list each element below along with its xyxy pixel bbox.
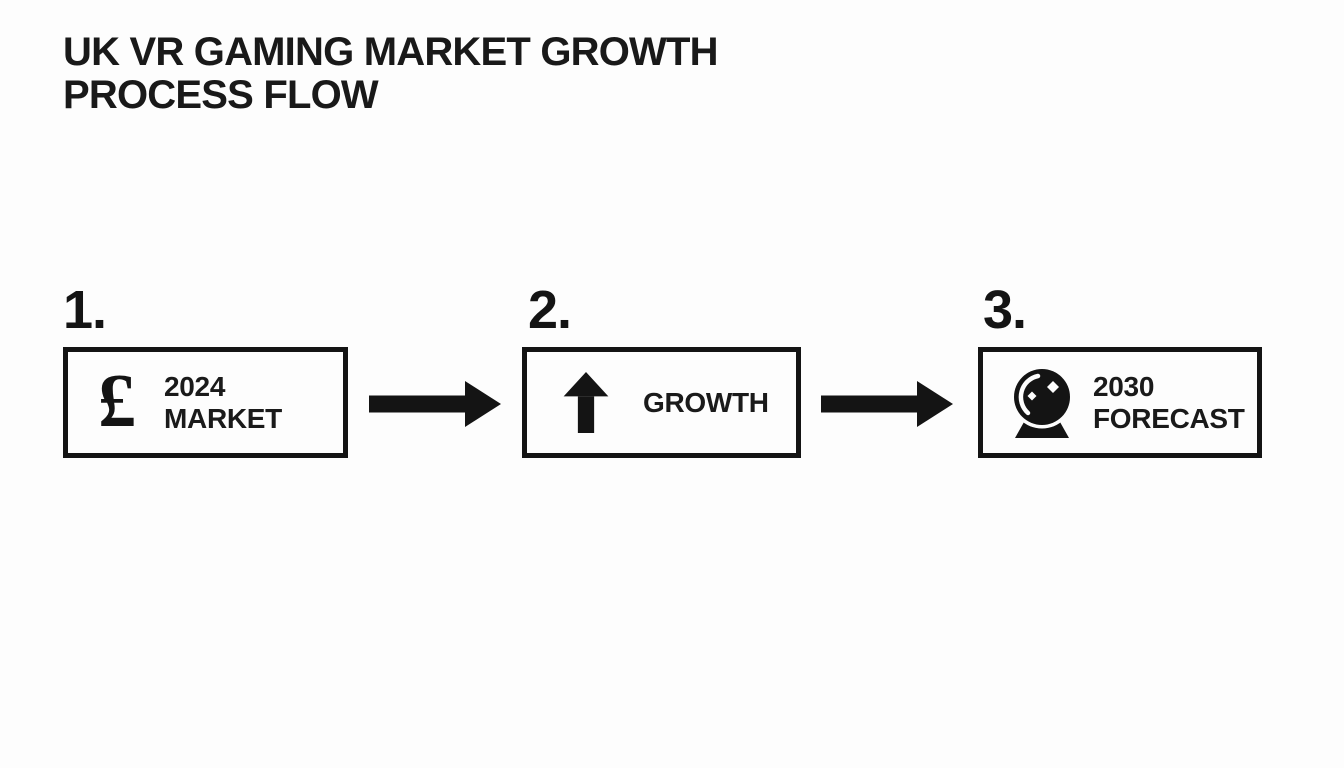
step-2-box-growth: GROWTH	[522, 347, 801, 458]
step-2-label-line-1: GROWTH	[643, 386, 769, 418]
step-2-number: 2.	[528, 280, 572, 340]
step-1-label-line-1: 2024	[164, 370, 226, 402]
step-1-number: 1.	[63, 280, 107, 340]
crystal-ball-icon	[1009, 366, 1077, 439]
step-3-label-line-1: 2030	[1093, 370, 1155, 402]
up-arrow-icon	[563, 372, 609, 433]
title-line-2: PROCESS FLOW	[63, 73, 379, 117]
step-3-number: 3.	[983, 280, 1027, 340]
title-line-1: UK VR GAMING MARKET GROWTH	[63, 30, 719, 74]
step-2-label: GROWTH	[643, 387, 769, 419]
step-3-label-line-2: FORECAST	[1093, 402, 1245, 434]
step-1-label-line-2: MARKET	[164, 402, 282, 434]
pound-sterling-icon: £	[98, 358, 136, 443]
right-arrow-icon	[821, 381, 953, 427]
right-arrow-icon	[369, 381, 501, 427]
